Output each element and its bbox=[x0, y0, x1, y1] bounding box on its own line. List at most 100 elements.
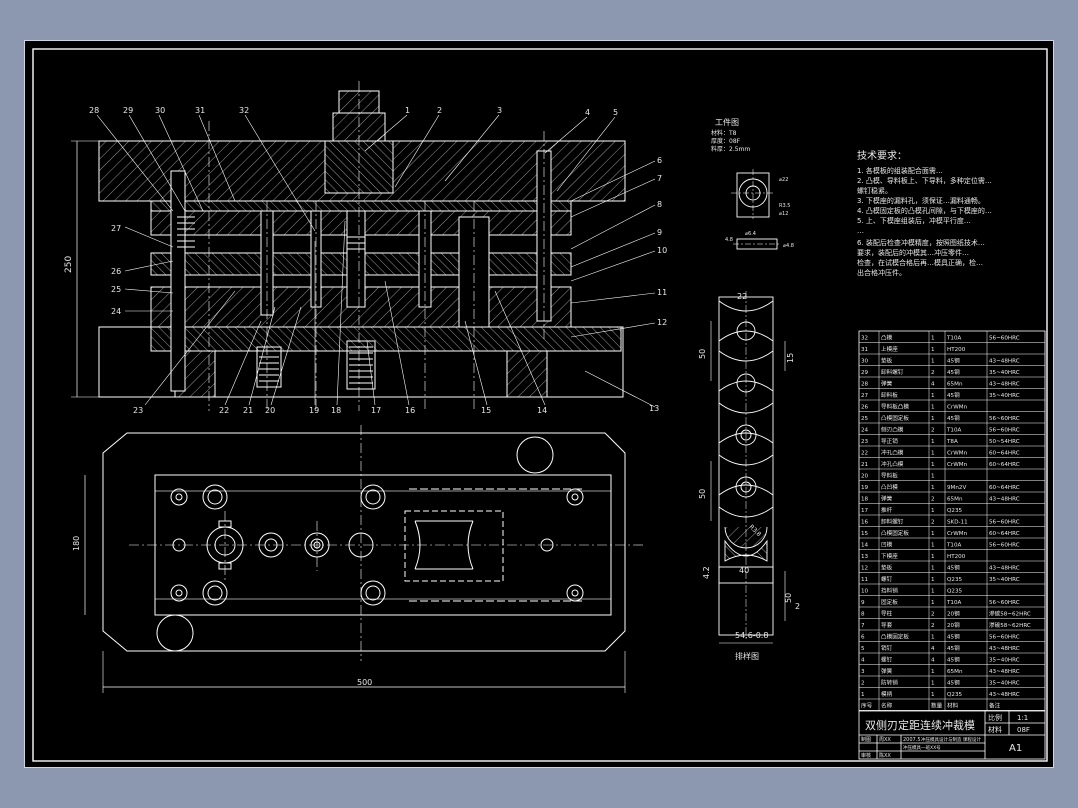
bom-cell: 14 bbox=[861, 543, 869, 549]
bom-frame bbox=[858, 330, 1046, 711]
part-no-25: 25 bbox=[111, 285, 121, 294]
tech-req-1: 1. 各模板的组装配合面需… bbox=[857, 166, 943, 175]
bom-cell: 1 bbox=[931, 405, 935, 411]
bom-cell: Q235 bbox=[947, 577, 963, 583]
part-no-13: 13 bbox=[649, 404, 659, 413]
bom-cell: 凸模 bbox=[881, 334, 893, 342]
bom-cell: 43~48HRC bbox=[989, 669, 1020, 675]
bom-cell: 26 bbox=[861, 405, 869, 411]
bom-cell: 1 bbox=[931, 451, 935, 457]
scale-value: 1:1 bbox=[1017, 714, 1028, 722]
bom-cell: 45钢 bbox=[947, 679, 960, 687]
bom-cell: 21 bbox=[861, 462, 869, 468]
bom-cell: 1 bbox=[931, 543, 935, 549]
tech-req-7: … bbox=[857, 227, 864, 235]
bom-header-cell: 序号 bbox=[861, 702, 873, 710]
bom-cell: 15 bbox=[861, 531, 869, 537]
bom-cell: 43~48HRC bbox=[989, 692, 1020, 698]
bom-cell: 35~40HRC bbox=[989, 577, 1020, 583]
tb-row2-d: 冲压模具一班XX号 bbox=[903, 744, 941, 751]
bom-cell: 1 bbox=[931, 359, 935, 365]
bom-cell: 1 bbox=[931, 462, 935, 468]
bom-cell: 13 bbox=[861, 554, 869, 560]
bom-cell: 固定板 bbox=[881, 598, 898, 606]
scale-label: 比例 bbox=[988, 713, 1002, 722]
inner-frame bbox=[32, 48, 1048, 762]
part-no-32: 32 bbox=[239, 106, 249, 115]
bom-cell: 60~64HRC bbox=[989, 485, 1020, 491]
bom-cell: 45钢 bbox=[947, 564, 960, 572]
bom-cell: 20钢 bbox=[947, 621, 960, 629]
bom-cell: 45钢 bbox=[947, 357, 960, 365]
bom-cell: 45钢 bbox=[947, 368, 960, 376]
bom-cell: 56~60HRC bbox=[989, 520, 1020, 526]
tech-req-9: 要求，装配后的冲模其…冲压零件… bbox=[857, 248, 969, 257]
bom-cell: 22 bbox=[861, 451, 868, 457]
bom-cell: 1 bbox=[931, 635, 935, 641]
workpiece-note-1: 材料：T8 bbox=[711, 129, 737, 137]
bom-cell: 弹簧 bbox=[881, 495, 893, 503]
part-no-27: 27 bbox=[111, 224, 121, 233]
workpiece-note-3: 料厚：2.5mm bbox=[711, 145, 750, 153]
strip-dim-7: 4.2 bbox=[702, 566, 711, 579]
bom-cell: 上模座 bbox=[881, 345, 898, 353]
sheet-size: A1 bbox=[1009, 743, 1022, 754]
part-no-21: 21 bbox=[243, 406, 253, 415]
bom-cell: 45钢 bbox=[947, 414, 960, 422]
part-no-10: 10 bbox=[657, 246, 667, 255]
bom-cell: 32 bbox=[861, 336, 868, 342]
bom-cell: 垫板 bbox=[881, 564, 893, 572]
bom-cell: 24 bbox=[861, 428, 869, 434]
strip-dim-1: 22 bbox=[737, 292, 747, 301]
bom-cell: 渗碳58~62HRC bbox=[989, 610, 1031, 618]
tech-req-3: 螺钉稳紧。 bbox=[857, 186, 892, 195]
bom-cell: 下模座 bbox=[881, 552, 898, 560]
bom-cell: 43~48HRC bbox=[989, 566, 1020, 572]
bom-cell: 8 bbox=[861, 612, 865, 618]
part-no-4: 4 bbox=[585, 108, 590, 117]
bom-cell: HT200 bbox=[947, 554, 966, 560]
plan-width-dim: 500 bbox=[357, 678, 372, 687]
bom-cell: 16 bbox=[861, 520, 869, 526]
bom-cell: 4 bbox=[931, 646, 935, 652]
bom-cell: 防转销 bbox=[881, 679, 898, 687]
bom-cell: 1 bbox=[931, 474, 935, 480]
bom-cell: T10A bbox=[946, 600, 962, 606]
bom-header-cell: 数量 bbox=[931, 702, 943, 710]
workpiece-view: 工件图 材料：T8 厚度：08F 料厚：2.5mm ⌀22 R3.5 ⌀12 4… bbox=[711, 117, 794, 250]
bom-cell: 冲孔凸模 bbox=[881, 460, 904, 468]
tech-req-8: 6. 装配后检查冲模精度，按照图纸技术… bbox=[857, 238, 985, 247]
part-no-7: 7 bbox=[657, 174, 662, 183]
bom-cell: 65Mn bbox=[947, 382, 963, 388]
tb-row2-a: 审核 bbox=[861, 752, 871, 759]
bom-cell: CrWMn bbox=[947, 405, 968, 411]
bom-cell: 渗碳58~62HRC bbox=[989, 621, 1031, 629]
workpiece-dim-2: R3.5 bbox=[779, 203, 790, 209]
material-label: 材料 bbox=[988, 725, 1002, 734]
part-no-18: 18 bbox=[331, 406, 341, 415]
bom-cell: 56~60HRC bbox=[989, 600, 1020, 606]
part-no-28: 28 bbox=[89, 106, 99, 115]
bom-cell: 10 bbox=[861, 589, 869, 595]
bom-cell: 1 bbox=[931, 589, 935, 595]
part-no-9: 9 bbox=[657, 228, 662, 237]
bom-cell: 1 bbox=[931, 669, 935, 675]
bom-cell: 50~54HRC bbox=[989, 439, 1020, 445]
strip-layout bbox=[710, 291, 786, 644]
bom-cell: 27 bbox=[861, 393, 869, 399]
bom-cell: 7 bbox=[861, 623, 865, 629]
bom-cell: 45钢 bbox=[947, 633, 960, 641]
bom-cell: 导正销 bbox=[881, 437, 898, 445]
bom-cell: 43~48HRC bbox=[989, 646, 1020, 652]
bom-cell: CrWMn bbox=[947, 531, 968, 537]
bom-cell: HT200 bbox=[947, 347, 966, 353]
tech-req-4: 3. 下模座的漏料孔，须保证…漏料通畅。 bbox=[857, 196, 985, 205]
bom-cell: 1 bbox=[931, 485, 935, 491]
tech-req-2: 2. 凸模、导料板上、下导料，多种定位需… bbox=[857, 176, 992, 185]
part-no-1: 1 bbox=[405, 106, 410, 115]
bom-cell: 1 bbox=[931, 508, 935, 514]
bom-cell: 冲孔凸模 bbox=[881, 449, 904, 457]
bom-cell: 35~40HRC bbox=[989, 370, 1020, 376]
bom-header-cell: 备注 bbox=[989, 702, 1001, 710]
